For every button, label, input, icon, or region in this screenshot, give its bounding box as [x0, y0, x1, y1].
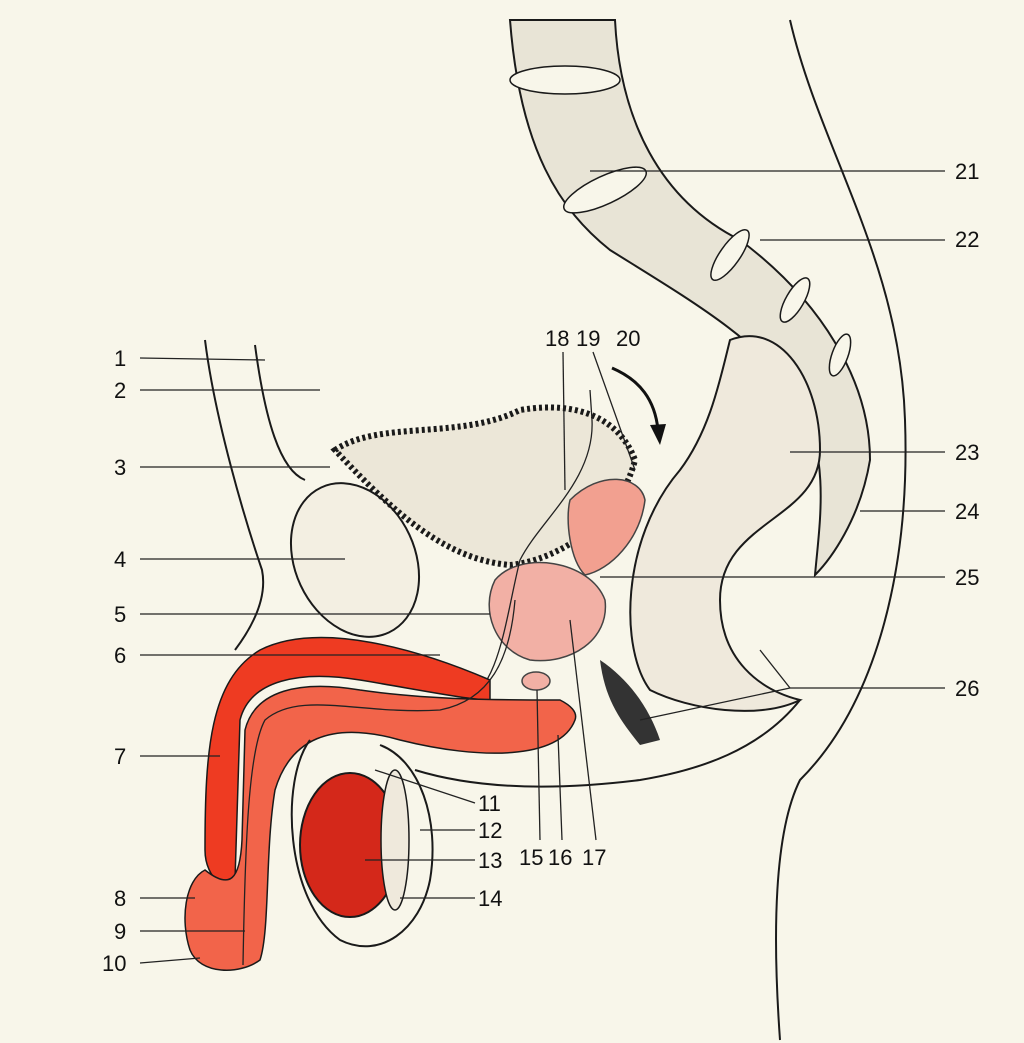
abdominal-wall [204, 339, 265, 651]
arrow-icon [611, 366, 660, 431]
label-1: 1 [114, 346, 126, 371]
number-labels: 1 2 3 4 5 6 7 8 9 10 11 12 13 14 15 16 1… [102, 159, 979, 976]
label-15: 15 [519, 845, 543, 870]
vertebral-discs [509, 65, 852, 377]
scrotum [290, 739, 434, 948]
label-12: 12 [478, 818, 502, 843]
label-10: 10 [102, 951, 126, 976]
label-24: 24 [955, 499, 979, 524]
label-2: 2 [114, 378, 126, 403]
rectum [629, 335, 822, 712]
label-20: 20 [616, 326, 640, 351]
label-11: 11 [478, 791, 501, 816]
label-22: 22 [955, 227, 979, 252]
label-13: 13 [478, 848, 502, 873]
ductus-deferens [459, 389, 593, 706]
label-21: 21 [955, 159, 979, 184]
label-14: 14 [478, 886, 502, 911]
label-9: 9 [114, 919, 126, 944]
arrowhead-icon [650, 424, 666, 445]
bulbourethral-gland [521, 671, 551, 691]
sacrum-spine [508, 19, 872, 578]
label-26: 26 [955, 676, 979, 701]
seminal-vesicle [567, 478, 646, 576]
label-5: 5 [114, 602, 126, 627]
perineum-outline [414, 699, 801, 788]
rectus-muscle [254, 344, 306, 481]
label-19: 19 [576, 326, 600, 351]
label-16: 16 [548, 845, 572, 870]
label-25: 25 [955, 565, 979, 590]
label-6: 6 [114, 643, 126, 668]
label-4: 4 [114, 547, 126, 572]
label-17: 17 [582, 845, 606, 870]
label-7: 7 [114, 744, 126, 769]
anal-canal-dark [600, 660, 660, 745]
bladder [330, 404, 639, 569]
label-23: 23 [955, 440, 979, 465]
leader-lines [139, 170, 945, 964]
back-outline [775, 19, 907, 1041]
corpus-cavernosum [204, 636, 491, 887]
label-3: 3 [114, 455, 126, 480]
epididymis [380, 769, 410, 911]
urethra [242, 599, 516, 966]
label-8: 8 [114, 886, 126, 911]
prostate [488, 561, 607, 662]
pubic-bone [289, 482, 421, 638]
label-18: 18 [545, 326, 569, 351]
